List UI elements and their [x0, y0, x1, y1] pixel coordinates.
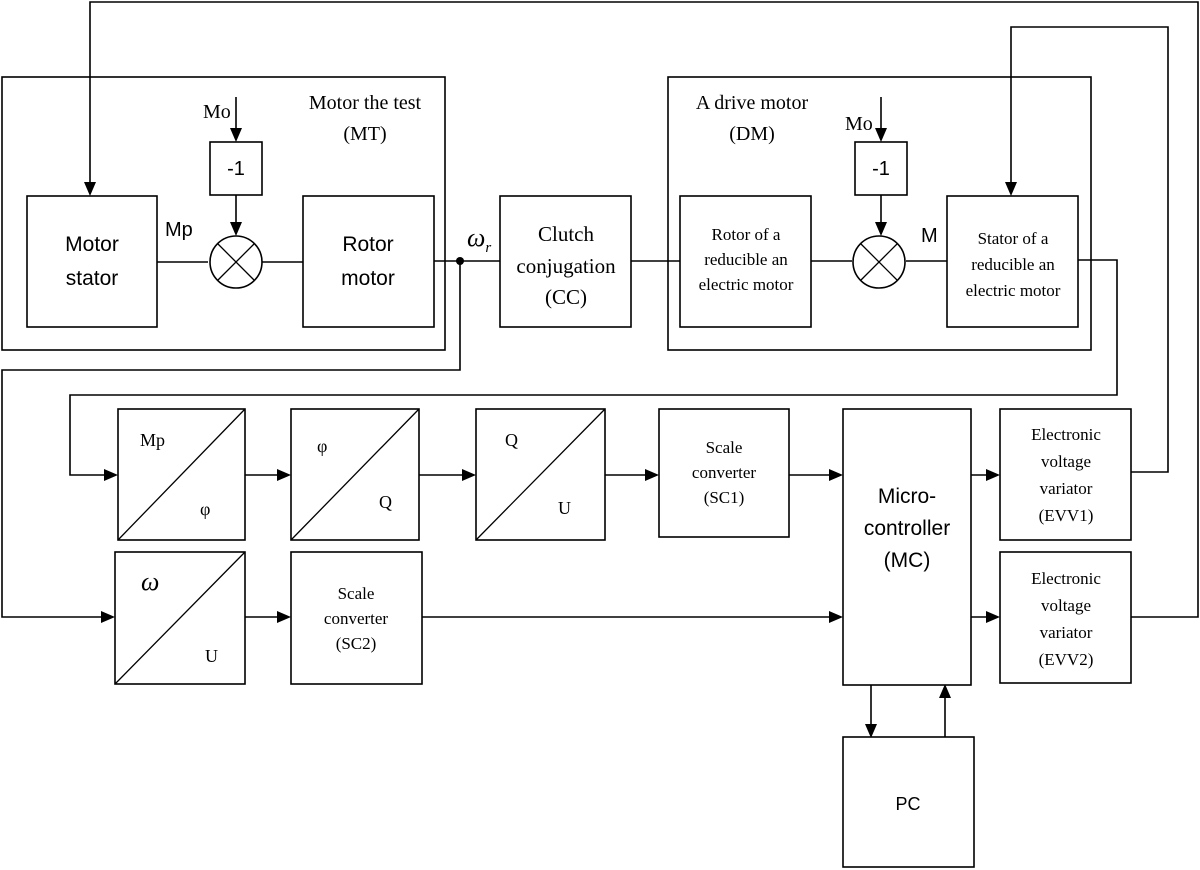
rotor-motor-block: Rotor motor: [302, 195, 435, 328]
rotor-motor-label-2: motor: [341, 267, 395, 290]
clutch-label-1: Clutch: [538, 222, 594, 246]
arrow-into-pc: [865, 724, 877, 738]
arrow-mo-right: [875, 128, 887, 142]
sc1-label-2: converter: [692, 463, 757, 482]
mt-group-title: Motor the test: [309, 92, 422, 114]
mp-label: Mp: [165, 219, 193, 241]
sc2-label-1: Scale: [338, 584, 375, 603]
pc-block: PC: [842, 736, 975, 868]
arrow-into-sc2: [277, 611, 291, 623]
omega-u-input: ω: [141, 567, 159, 596]
arrow-into-evv1: [986, 469, 1000, 481]
clutch-label-2: conjugation: [516, 254, 616, 278]
rotor-motor-label-1: Rotor: [342, 233, 393, 256]
arrow-sc1-into-mc: [829, 469, 843, 481]
arrow-into-q-u: [462, 469, 476, 481]
evv2-label-1: Electronic: [1031, 569, 1101, 588]
mp-phi-input: Mp: [140, 430, 165, 450]
rotor-reducible-label-1: Rotor of a: [712, 225, 781, 244]
phi-q-input: φ: [317, 436, 327, 456]
m-label: M: [921, 225, 938, 247]
rotor-reducible-motor-block: Rotor of a reducible an electric motor: [679, 195, 812, 328]
evv2-label-4: (EVV2): [1039, 650, 1094, 669]
sc1-label-3: (SC1): [704, 488, 745, 507]
stator-reducible-label-3: electric motor: [966, 281, 1061, 300]
mc-label-1: Micro-: [878, 485, 936, 508]
scale-converter-sc2-block: Scale converter (SC2): [290, 551, 423, 685]
wire-stator-to-mp-transducer: [69, 259, 1118, 476]
phi-q-output: Q: [379, 492, 392, 512]
summing-junction-left: [209, 235, 263, 289]
evv2-label-2: voltage: [1041, 596, 1091, 615]
arrow-into-omega-transducer: [101, 611, 115, 623]
mp-phi-transducer: Mp φ: [117, 408, 246, 541]
arrow-sc2-into-mc: [829, 611, 843, 623]
sc2-label-2: converter: [324, 609, 389, 628]
pc-label: PC: [895, 794, 920, 814]
wire-evv1-to-stator-reducible: [1010, 26, 1169, 473]
arrow-mo-left: [230, 128, 242, 142]
q-u-transducer: Q U: [475, 408, 606, 541]
phi-q-transducer: φ Q: [290, 408, 420, 541]
arrow-into-sc1: [645, 469, 659, 481]
mc-label-3: (MC): [884, 549, 931, 572]
stator-reducible-label-1: Stator of a: [978, 229, 1049, 248]
mt-group-abbrev: (MT): [343, 123, 386, 145]
arrow-into-phi-q: [277, 469, 291, 481]
rotor-reducible-label-2: reducible an: [704, 250, 788, 269]
clutch-conjugation-block: Clutch conjugation (CC): [499, 195, 632, 328]
rotor-reducible-label-3: electric motor: [699, 275, 794, 294]
q-u-output: U: [558, 498, 571, 518]
stator-reducible-motor-block: Stator of a reducible an electric motor: [946, 195, 1079, 328]
evv1-label-3: variator: [1040, 479, 1093, 498]
motor-under-test-group: [1, 76, 446, 351]
sc1-label-1: Scale: [706, 438, 743, 457]
evv2-block: Electronic voltage variator (EVV2): [999, 551, 1132, 684]
mo-right-label: Mo: [845, 113, 873, 135]
inverter-right-label: -1: [872, 158, 890, 180]
motor-stator-label-2: stator: [66, 267, 119, 290]
mc-label-2: controller: [864, 517, 950, 540]
omega-r-label: ωr: [467, 223, 491, 256]
arrow-into-evv2: [986, 611, 1000, 623]
arrow-into-motor-stator: [84, 182, 96, 196]
arrow-into-mc-from-pc: [939, 684, 951, 698]
q-u-input: Q: [505, 430, 518, 450]
inverter-left-block: -1: [209, 141, 263, 196]
inverter-left-label: -1: [227, 158, 245, 180]
motor-stator-label-1: Motor: [65, 233, 119, 256]
dm-group-title: A drive motor: [696, 92, 809, 114]
summing-junction-right: [852, 235, 906, 289]
dm-group-abbrev: (DM): [729, 123, 775, 145]
stator-reducible-label-2: reducible an: [971, 255, 1055, 274]
arrow-into-mp-transducer: [104, 469, 118, 481]
motor-stator-block: Motor stator: [26, 195, 158, 328]
evv1-label-4: (EVV1): [1039, 506, 1094, 525]
connection-wires: [1, 1, 1199, 737]
mo-left-label: Mo: [203, 101, 231, 123]
inverter-right-block: -1: [854, 141, 908, 196]
omega-u-output: U: [205, 646, 218, 666]
drive-motor-group: [667, 76, 1092, 351]
arrowheads: [84, 128, 1017, 738]
wire-omega-to-transducer: [1, 261, 461, 618]
evv1-block: Electronic voltage variator (EVV1): [999, 408, 1132, 541]
evv2-label-3: variator: [1040, 623, 1093, 642]
evv1-label-2: voltage: [1041, 452, 1091, 471]
evv1-label-1: Electronic: [1031, 425, 1101, 444]
mp-phi-output: φ: [200, 499, 210, 519]
clutch-label-3: (CC): [545, 285, 587, 309]
scale-converter-sc1-block: Scale converter (SC1): [658, 408, 790, 538]
arrow-inverter-left-out: [230, 222, 242, 236]
arrow-into-stator-reducible: [1005, 182, 1017, 196]
microcontroller-block: Micro- controller (MC): [842, 408, 972, 686]
wire-evv2-to-motor-stator: [89, 1, 1199, 618]
arrow-inverter-right-out: [875, 222, 887, 236]
shaft-junction-dot: [456, 257, 464, 265]
omega-u-transducer: ω U: [114, 551, 246, 685]
sc2-label-3: (SC2): [336, 634, 377, 653]
